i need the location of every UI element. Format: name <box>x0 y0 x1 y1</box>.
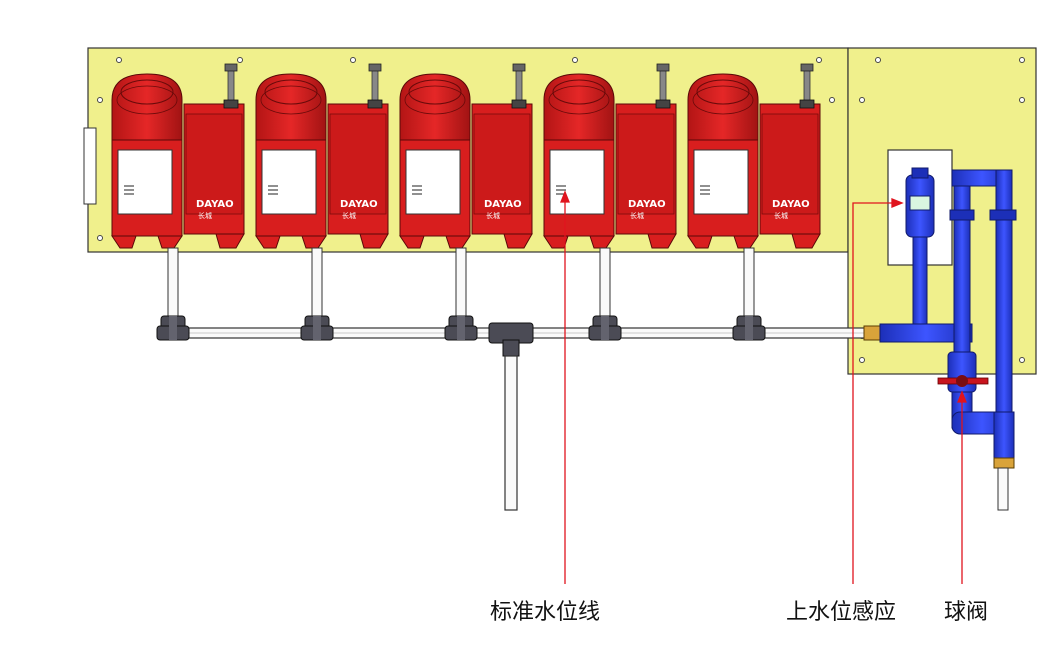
drop-tube <box>167 247 179 319</box>
drop-tube <box>311 247 323 319</box>
unit-brand-subtext: 长城 <box>774 211 788 220</box>
pipe-fitting <box>156 315 190 341</box>
unit-brand-label: DAYAO <box>484 199 522 210</box>
blue-plumbing <box>879 167 1017 469</box>
unit-brand-label: DAYAO <box>340 199 378 210</box>
unit-brand-subtext: 长城 <box>198 211 212 220</box>
board-tab <box>83 127 97 205</box>
pipe-fitting <box>444 315 478 341</box>
unit-brand-label: DAYAO <box>772 199 810 210</box>
drop-tube <box>599 247 611 319</box>
pipe-fitting <box>300 315 334 341</box>
unit-brand-subtext: 长城 <box>342 211 356 220</box>
callout-lines <box>560 190 967 584</box>
brass-adapter <box>863 325 881 341</box>
unit-brand-label: DAYAO <box>628 199 666 210</box>
unit-brand-subtext: 长城 <box>630 211 644 220</box>
callout-ball-valve: 球阀 <box>944 600 989 625</box>
ball-valve-handle <box>937 375 989 387</box>
unit-brand-label: DAYAO <box>196 199 234 210</box>
callout-standard-water-line: 标准水位线 <box>490 600 601 625</box>
outlet-tubes <box>997 467 1009 511</box>
drop-tube <box>743 247 755 319</box>
callout-upper-water-sensor: 上水位感应 <box>786 600 897 625</box>
main-drain-pipe <box>488 322 534 511</box>
pipe-fittings <box>156 315 766 341</box>
unit-brand-subtext: 长城 <box>486 211 500 220</box>
pipe-fitting <box>732 315 766 341</box>
drop-tube <box>455 247 467 319</box>
drop-tubes <box>167 247 755 319</box>
mounting-holes <box>97 57 1025 363</box>
pipe-fitting <box>588 315 622 341</box>
